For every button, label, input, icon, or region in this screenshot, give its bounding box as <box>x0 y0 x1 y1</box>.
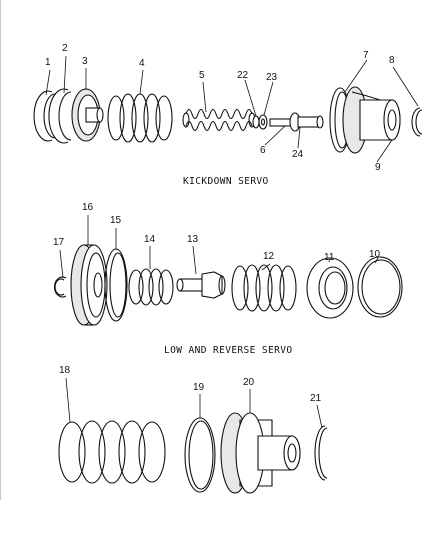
part-12-spring <box>231 264 297 312</box>
callout-2: 2 <box>62 43 68 54</box>
part-8-snap-ring <box>411 107 423 137</box>
part-18-spring <box>58 420 166 484</box>
callout-19: 19 <box>193 382 205 393</box>
callout-17: 17 <box>53 237 65 248</box>
part-23-washer <box>258 114 268 130</box>
kickdown-servo-caption: KICKDOWN SERVO <box>183 176 269 187</box>
callout-13: 13 <box>187 234 199 245</box>
bottom-leader-lines <box>65 377 323 429</box>
part-9-piston <box>342 86 401 154</box>
callout-21: 21 <box>310 393 322 404</box>
callout-9: 9 <box>375 162 381 173</box>
part-11-retainer <box>306 257 354 319</box>
callout-6: 6 <box>260 145 266 156</box>
part-13-plug <box>176 271 226 299</box>
part-5-spring <box>182 108 256 132</box>
callout-20: 20 <box>243 377 255 388</box>
callout-12: 12 <box>263 251 275 262</box>
page-edge-rule <box>0 0 1 500</box>
part-14-spring <box>128 268 174 306</box>
part-20-piston <box>220 412 301 494</box>
callout-4: 4 <box>139 58 145 69</box>
callout-14: 14 <box>144 234 156 245</box>
callout-1: 1 <box>45 57 51 68</box>
callout-8: 8 <box>389 55 395 66</box>
part-10-snap-ring <box>357 256 403 318</box>
low-reverse-leader-lines <box>59 215 379 279</box>
part-4-spring <box>107 93 173 143</box>
callout-22: 22 <box>237 70 249 81</box>
part-6-24-rod <box>269 112 324 132</box>
kickdown-leader-lines <box>45 55 419 163</box>
callout-11: 11 <box>324 252 335 263</box>
part-1-snap-ring <box>33 90 56 142</box>
callout-15: 15 <box>110 215 122 226</box>
callout-3: 3 <box>82 56 88 67</box>
part-16-piston <box>70 244 108 326</box>
part-2-snap-ring <box>48 88 72 144</box>
part-21-snap-ring <box>314 425 328 481</box>
callout-10: 10 <box>369 249 381 260</box>
callout-7: 7 <box>363 50 369 61</box>
callout-5: 5 <box>199 70 205 81</box>
low-reverse-servo-caption: LOW AND REVERSE SERVO <box>164 345 293 356</box>
part-19-seal-ring <box>184 417 216 493</box>
callout-18: 18 <box>59 365 71 376</box>
part-17-snap-ring <box>53 276 67 298</box>
part-15-seal <box>104 248 128 322</box>
callout-23: 23 <box>266 72 278 83</box>
part-22-washer <box>252 115 260 129</box>
part-3-piston <box>71 88 104 142</box>
callout-24: 24 <box>292 149 304 160</box>
callout-16: 16 <box>82 202 94 213</box>
